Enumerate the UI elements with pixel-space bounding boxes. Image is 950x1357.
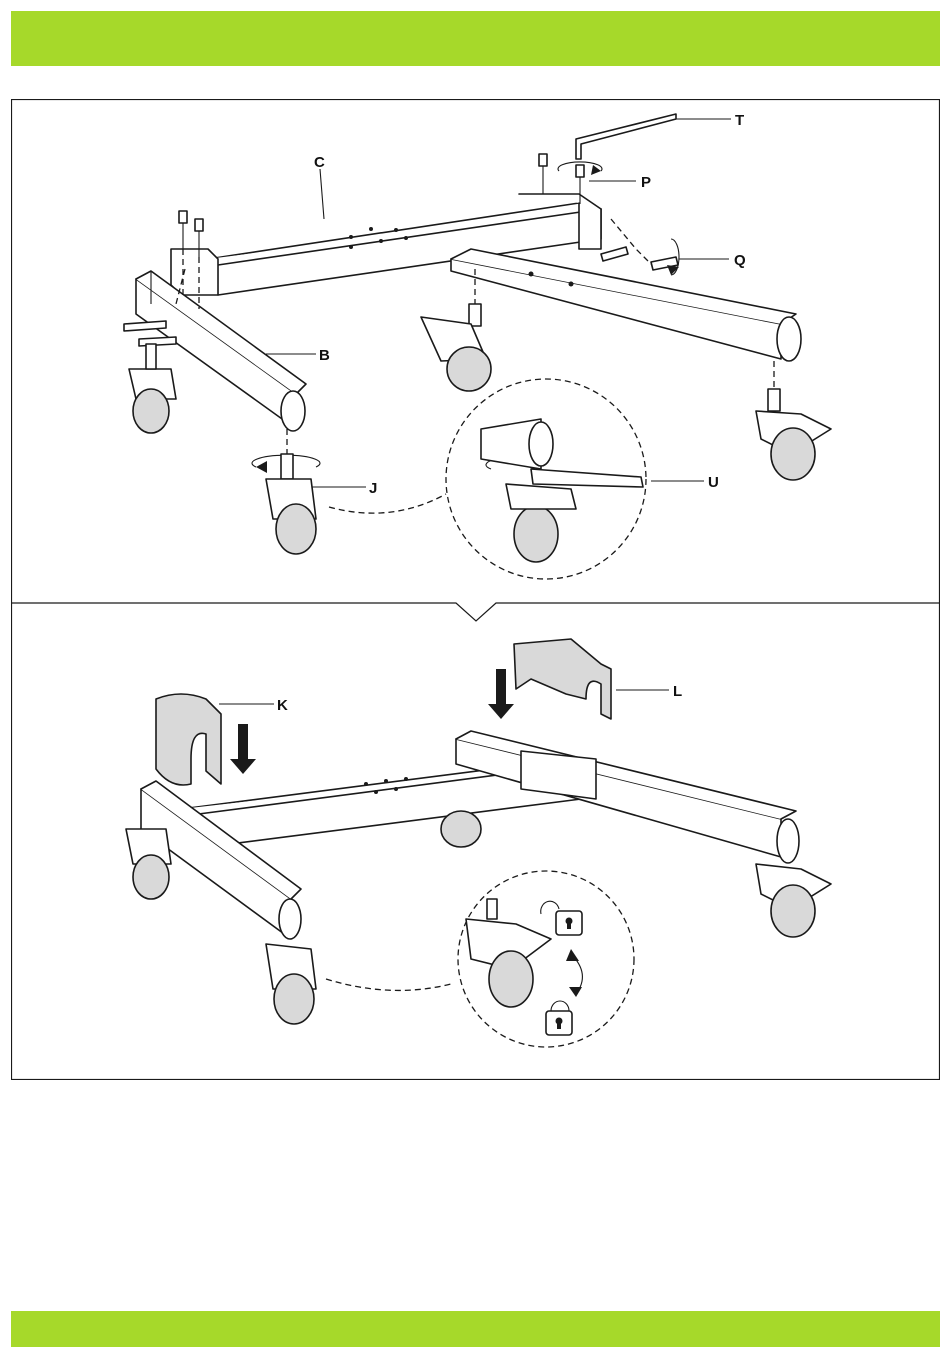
caster-left-back — [129, 344, 176, 433]
label-k: K — [277, 697, 288, 714]
caster-j — [266, 429, 316, 554]
rotate-arrow-icon — [252, 162, 679, 473]
caster-middle — [421, 269, 491, 391]
label-q: Q — [734, 252, 746, 269]
label-u: U — [708, 474, 719, 491]
header-band — [11, 11, 940, 66]
allen-key-t: T — [576, 112, 744, 159]
label-l: L — [673, 683, 682, 700]
detail-lock-circle — [326, 871, 634, 1047]
label-t: T — [735, 112, 744, 129]
label-p: P — [641, 174, 651, 191]
cover-k: K — [156, 694, 288, 785]
unlock-icon — [541, 901, 582, 935]
cover-l: L — [488, 639, 682, 719]
caster-right — [756, 361, 831, 480]
down-arrow-icon — [488, 669, 514, 719]
detail-wrench-circle — [329, 379, 646, 579]
caster-step2-front — [266, 944, 316, 1024]
assembly-diagram: T C P Q B J U — [11, 99, 940, 1080]
down-arrow-icon — [230, 724, 256, 774]
rotate-arrow-icon — [566, 949, 582, 997]
step2-panel: K L — [126, 639, 831, 1047]
label-j: J — [369, 480, 377, 497]
caster-step2-right — [756, 864, 831, 937]
step1-panel: T C P Q B J U — [124, 112, 831, 579]
footer-band — [11, 1311, 940, 1347]
caster-step2-middle — [441, 811, 481, 847]
label-b: B — [319, 347, 330, 364]
lock-icon — [546, 1001, 572, 1035]
caster-step2-left-back — [126, 829, 171, 899]
label-c: C — [314, 154, 325, 171]
leg-right — [451, 249, 801, 361]
